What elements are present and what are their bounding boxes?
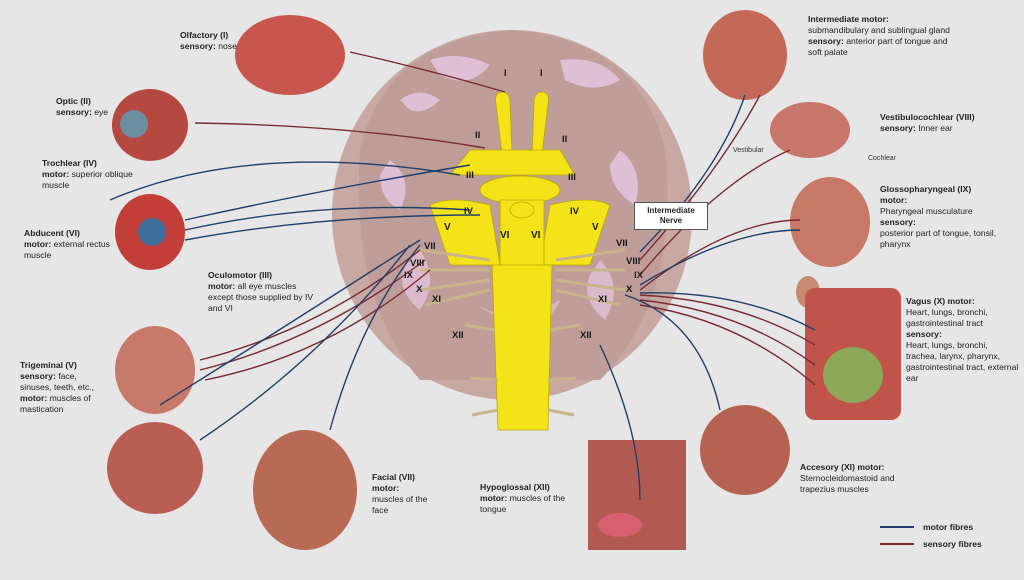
- numeral-XII-left: XII: [452, 330, 464, 341]
- numeral-X-left: X: [416, 284, 423, 295]
- eye-illustration: [112, 89, 188, 161]
- numeral-XII-right: XII: [580, 330, 592, 341]
- olfactory-name: Olfactory (I): [180, 30, 229, 40]
- numeral-VI-right: VI: [531, 230, 541, 241]
- numeral-I-left: I: [504, 68, 507, 79]
- numeral-VII-left: VII: [424, 241, 436, 252]
- head-illustration-glossopharyngeal: [790, 177, 870, 267]
- label-optic: Optic (II) sensory: eye: [56, 96, 109, 117]
- numeral-I-right: I: [540, 68, 543, 79]
- label-trigeminal: Trigeminal (V) sensory: face, sinuses, t…: [20, 360, 95, 414]
- vestibular-label: Vestibular: [733, 147, 764, 154]
- legend: motor fibres sensory fibres: [880, 522, 982, 556]
- legend-sensory: sensory fibres: [880, 539, 982, 549]
- brainstem-roots: [419, 248, 626, 417]
- label-glossopharyngeal: Glossopharyngeal (IX) motor: Pharyngeal …: [880, 184, 997, 249]
- label-intermediate: Intermediate motor: submandibulary and s…: [808, 14, 950, 57]
- head-illustration-intermediate: [703, 10, 787, 100]
- label-accessory: Accesory (XI) motor: Sternocleidomastoid…: [800, 462, 895, 494]
- numeral-XI-left: XI: [432, 294, 441, 305]
- numeral-III-right: III: [568, 172, 576, 183]
- numeral-VII-right: VII: [616, 238, 628, 249]
- numeral-IX-right: IX: [634, 270, 644, 281]
- sensory-fibres: [194, 51, 816, 386]
- cochlear-label: Cochlear: [868, 155, 897, 162]
- numeral-IX-left: IX: [404, 270, 414, 281]
- anatomy-illustrations: [107, 10, 901, 550]
- label-vestibulocochlear: Vestibulocochlear (VIII) sensory: Inner …: [880, 112, 975, 133]
- numeral-VIII-left: VIII: [410, 258, 424, 269]
- intermediate-nerve-box: Intermediate Nerve: [634, 202, 708, 230]
- numeral-II-left: II: [475, 130, 480, 141]
- numeral-IV-left: IV: [464, 206, 474, 217]
- numeral-X-right: X: [626, 284, 633, 295]
- numeral-IV-right: IV: [570, 206, 580, 217]
- label-abducent: Abducent (VI) motor: external rectus mus…: [24, 228, 110, 260]
- label-olfactory: Olfactory (I) sensory: nose: [180, 30, 270, 52]
- motor-swatch: [880, 526, 914, 528]
- numeral-VIII-right: VIII: [626, 256, 640, 267]
- sensory-swatch: [880, 543, 914, 545]
- brainstem: [429, 91, 611, 431]
- head-illustration-accessory: [700, 405, 790, 495]
- legend-motor: motor fibres: [880, 522, 982, 532]
- nose-illustration: [235, 15, 345, 95]
- face-illustration-facial: [253, 430, 357, 550]
- numeral-VI-left: VI: [500, 230, 510, 241]
- numeral-III-left: III: [466, 170, 474, 181]
- head-illustration-muscles: [107, 422, 203, 514]
- label-trochlear: Trochlear (IV) motor: superior oblique m…: [42, 158, 133, 190]
- numeral-V-right: V: [592, 222, 599, 233]
- ear-illustration: [770, 102, 850, 158]
- label-facial: Facial (VII) motor: muscles of the face: [372, 472, 428, 515]
- label-hypoglossal: Hypoglossal (XII) motor: muscles of the …: [480, 482, 566, 514]
- numeral-II-right: II: [562, 134, 567, 145]
- head-illustration-trigeminal: [115, 326, 195, 414]
- numeral-XI-right: XI: [598, 294, 607, 305]
- label-vagus: Vagus (X) motor: Heart, lungs, bronchi, …: [906, 296, 1019, 383]
- label-oculomotor: Oculomotor (III) motor: all eye muscles …: [208, 270, 314, 313]
- numeral-V-left: V: [444, 222, 451, 233]
- motor-fibres: [109, 94, 816, 501]
